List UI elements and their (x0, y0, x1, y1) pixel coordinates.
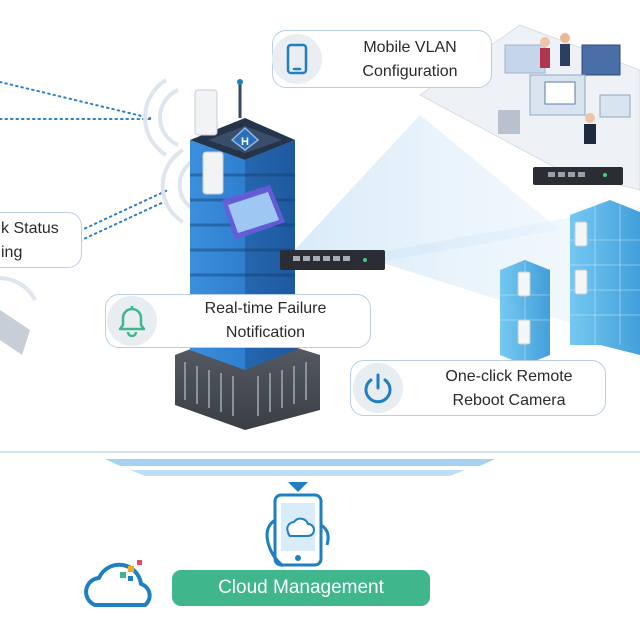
callout-reboot-line1: One-click Remote (445, 368, 573, 385)
callout-status-monitoring: k Status ing (0, 212, 82, 268)
callout-status-line2: ing (1, 244, 23, 261)
callout-mobile-vlan: Mobile VLAN Configuration (272, 30, 492, 88)
signal-waves (143, 78, 196, 224)
callout-failure-notification: Real-time Failure Notification (105, 294, 371, 348)
cloud-icon (84, 560, 152, 607)
callout-mobile-vlan-line1: Mobile VLAN (363, 39, 457, 56)
callout-failure-line2: Notification (225, 324, 306, 341)
cloud-management-text: Cloud Management (218, 577, 384, 598)
separator-bands (0, 451, 640, 476)
callout-failure-line1: Real-time Failure (204, 300, 327, 317)
dotted-links (0, 81, 169, 251)
laptop-fragment (0, 276, 37, 355)
smartphone-icon (272, 34, 322, 84)
svg-text:H: H (241, 136, 249, 148)
bell-icon (107, 296, 157, 346)
camera-towers (500, 200, 640, 365)
main-switch (280, 250, 385, 270)
power-icon (353, 363, 403, 413)
callout-mobile-vlan-line2: Configuration (362, 63, 458, 80)
phone-cloud-icon (265, 482, 330, 568)
callout-reboot-line2: Reboot Camera (452, 392, 566, 409)
callout-status-line1: k Status (1, 220, 59, 237)
callout-remote-reboot: One-click Remote Reboot Camera (350, 360, 606, 416)
cloud-management-label: Cloud Management (172, 570, 430, 606)
